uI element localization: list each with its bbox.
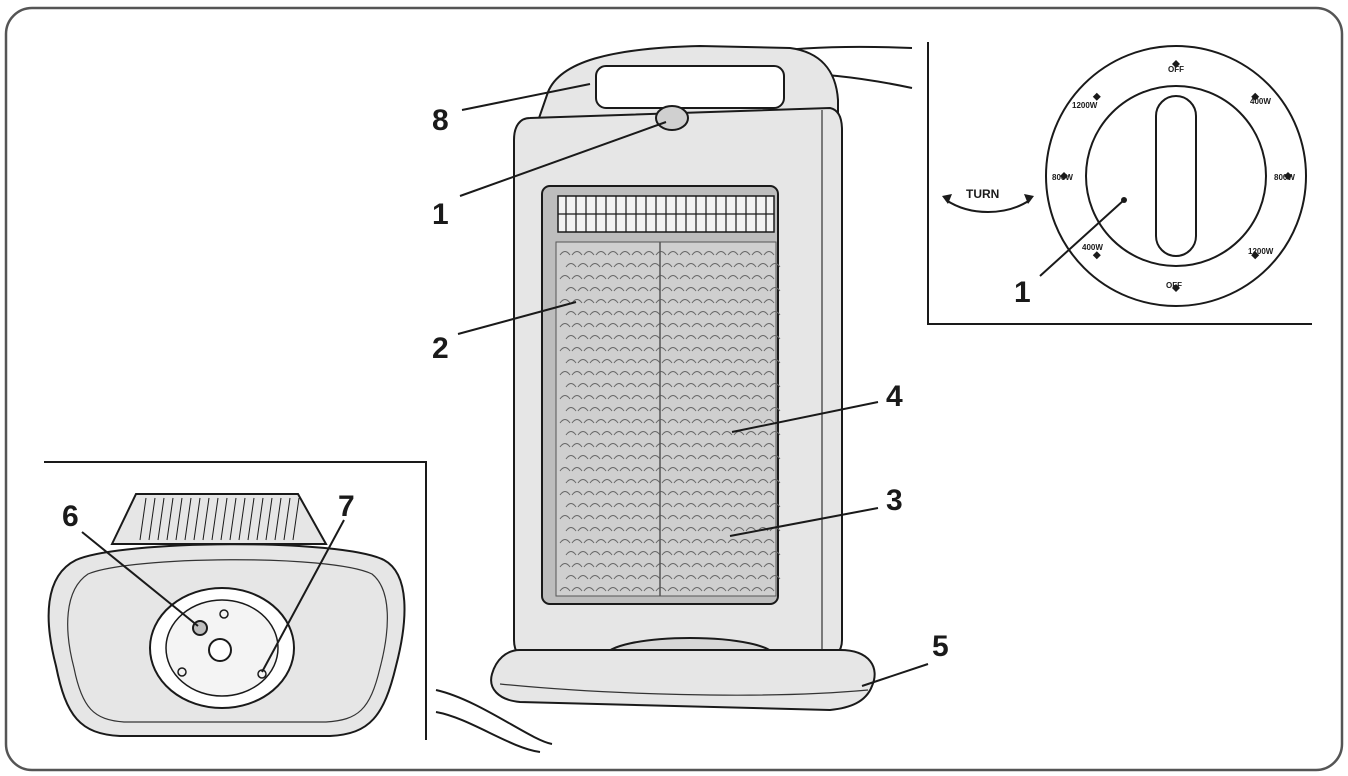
dial-label-top: OFF xyxy=(1168,65,1184,74)
dial-label-bottom-right: 1200W xyxy=(1248,247,1274,256)
dial-label-bottom-left: 400W xyxy=(1082,243,1103,252)
dial-label-bottom: OFF xyxy=(1166,281,1182,290)
callout-6: 6 xyxy=(62,500,79,533)
callout-4: 4 xyxy=(886,380,903,413)
turn-label: TURN xyxy=(966,187,999,201)
callout-3: 3 xyxy=(886,484,903,517)
callout-1-dial: 1 xyxy=(1014,276,1031,309)
heater-base xyxy=(490,649,876,712)
heater-main xyxy=(435,44,913,753)
callout-7: 7 xyxy=(338,490,355,523)
dial-label-right: 800W xyxy=(1274,173,1295,182)
callout-5: 5 xyxy=(932,630,949,663)
leader-lines xyxy=(457,83,929,687)
dial-label-top-right: 400W xyxy=(1250,97,1271,106)
dial-grip xyxy=(1155,95,1197,257)
callout-2: 2 xyxy=(432,332,449,365)
control-knob xyxy=(655,105,689,131)
base-inset xyxy=(44,461,427,740)
turn-arrow xyxy=(945,199,1031,213)
callout-8: 8 xyxy=(432,104,449,137)
dial-label-top-left: 1200W xyxy=(1072,101,1098,110)
dial-inset: TURN OFF 400W 800W 1200W OFF 400W 800W 1… xyxy=(927,42,1312,325)
callout-1-main: 1 xyxy=(432,198,449,231)
